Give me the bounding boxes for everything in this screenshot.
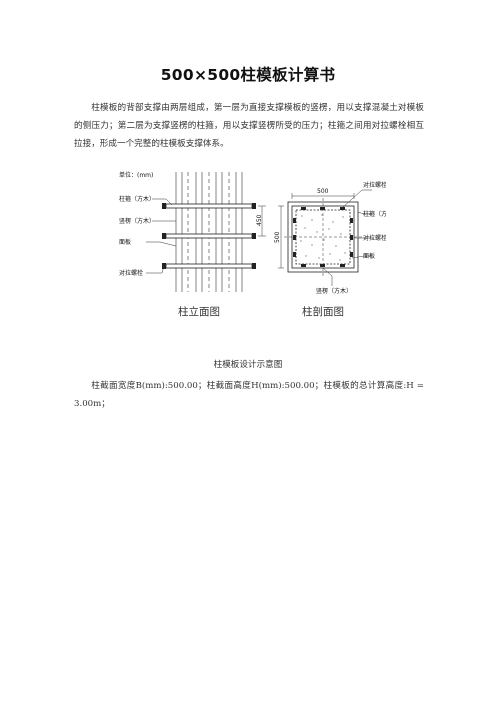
dim-450: 450 (256, 214, 263, 226)
sect-label-panel: 面板 (363, 252, 375, 260)
sect-label-clamp: 柱箍（方木） (363, 210, 386, 218)
elev-label-bolt: 对拉螺栓 (119, 269, 143, 277)
figure-caption: 柱模板设计示意图 (213, 360, 283, 370)
elev-label-panel: 面板 (119, 238, 131, 246)
dim-500-top: 500 (317, 188, 329, 195)
formwork-diagram: 单位：(mm) 柱箍（方木） 竖楞（方木） 面板 对拉螺栓 (119, 171, 386, 318)
sect-label-bolt-mid: 对拉螺栓 (363, 234, 386, 242)
section-studs (293, 207, 353, 267)
params-paragraph: 柱截面宽度B(mm):500.00；柱截面高度H(mm):500.00；柱模板的… (74, 381, 424, 409)
elev-label-clamp: 柱箍（方木） (119, 195, 155, 203)
intro-paragraph: 柱模板的背部支撑由两层组成，第一层为直接支撑模板的竖楞，用以支撑混凝土对模板的侧… (74, 103, 424, 149)
elevation-studs (175, 172, 243, 292)
elevation-caption: 柱立面图 (178, 305, 220, 318)
unit-label: 单位：(mm) (119, 171, 153, 179)
section-frame (287, 201, 359, 273)
section-bolts (284, 198, 362, 276)
section-caption: 柱剖面图 (302, 305, 344, 318)
elev-label-stud: 竖楞（方木） (119, 217, 155, 225)
dim-500-side: 500 (274, 231, 281, 243)
concrete-hatch (300, 214, 346, 261)
sect-label-stud: 竖楞（方木） (316, 287, 352, 295)
sect-label-bolt-top: 对拉螺栓 (363, 181, 386, 189)
document-title: 500×500柱模板计算书 (160, 66, 336, 84)
